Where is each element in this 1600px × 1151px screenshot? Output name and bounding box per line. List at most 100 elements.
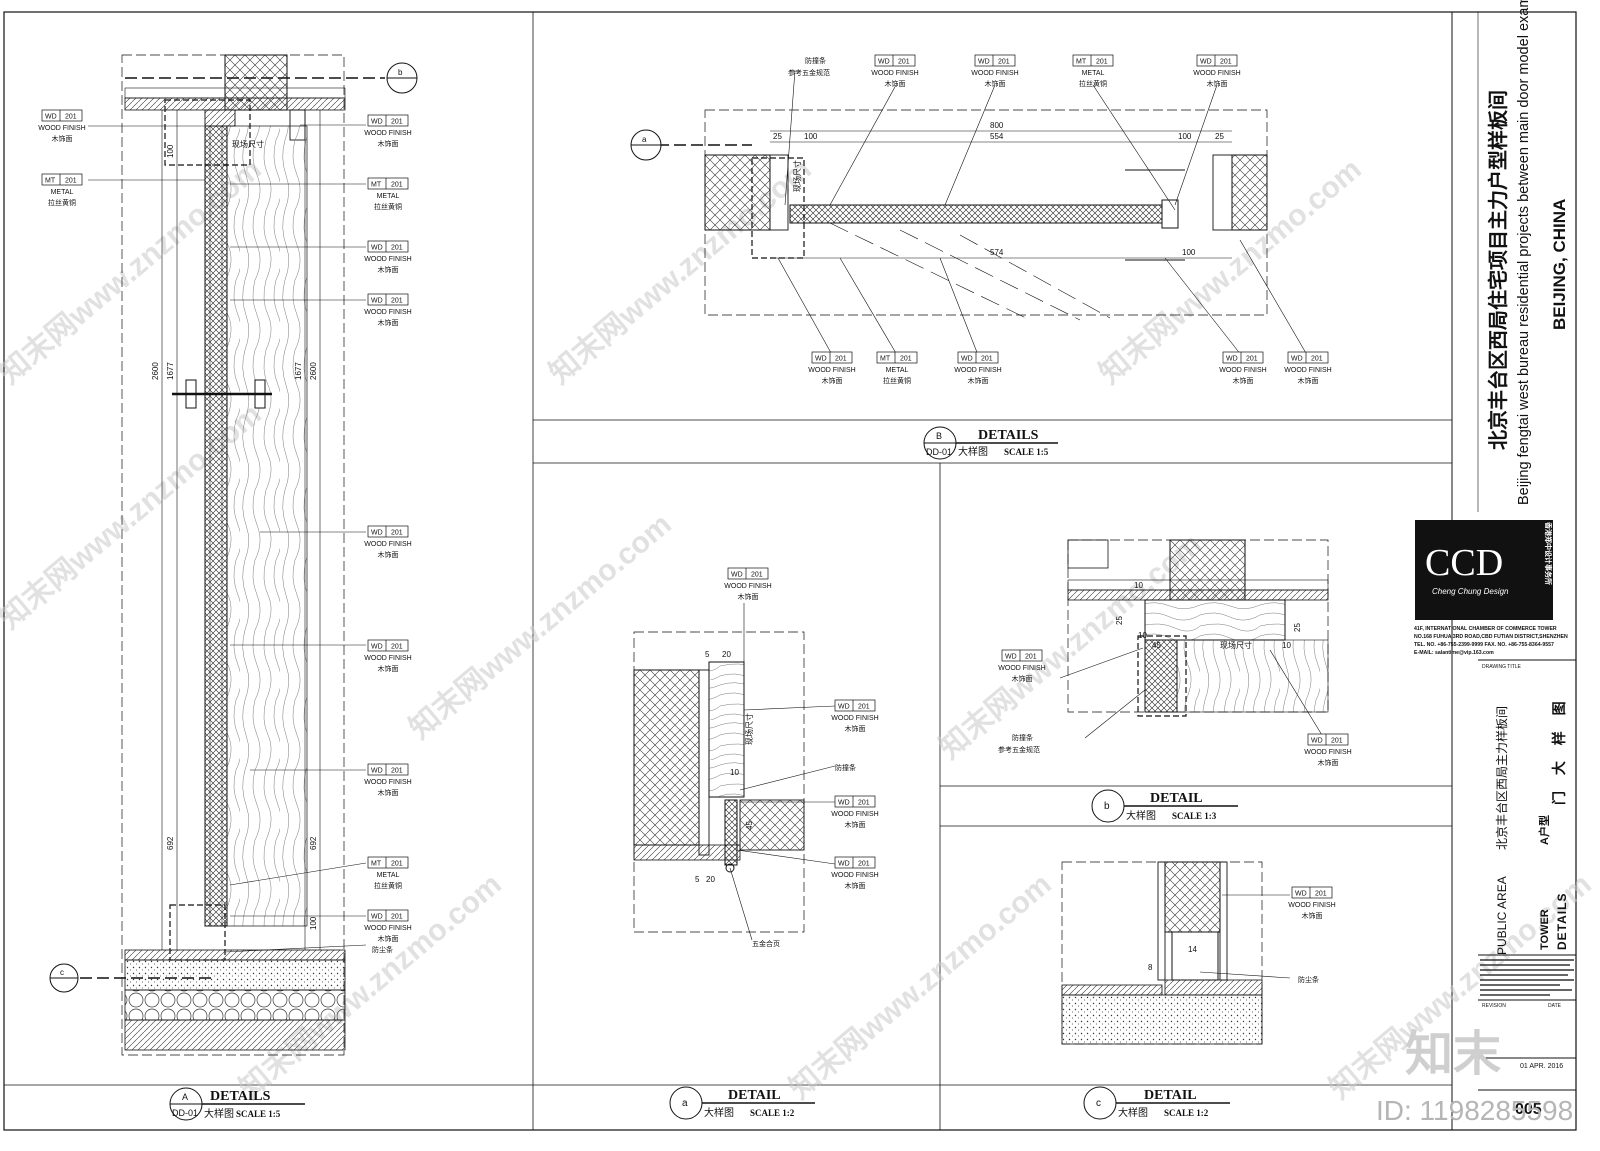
dim-25-b-right-small: 25 [1293,623,1302,632]
title-sc-letter: c [1096,1098,1101,1109]
sheet-number: 005 [1515,1101,1542,1118]
area-label: PUBLIC AREA [1495,876,1509,955]
detail-a-drawing [49,54,418,1056]
tag-number: 201 [1315,891,1327,898]
tag-code: MT [371,182,382,189]
tag-code: WD [838,861,850,868]
dim-100-b-right: 100 [1178,132,1192,141]
title-b-cn: 大样图 [958,445,988,458]
note-hinge-sa: 五金合页 [752,939,780,948]
tag-number: 201 [1331,738,1343,745]
dim-25-b-left: 25 [773,132,782,141]
dim-692-left: 692 [166,836,175,850]
note-bumper-sb: 防撞条 [1012,733,1033,742]
title-a-text: DETAILS [210,1089,271,1104]
note-dust-strip-a: 防尘条 [372,945,393,954]
dim-5-a-bot: 5 [695,875,700,884]
title-sa-letter: a [682,1098,688,1109]
title-sc-scale: SCALE 1:2 [1164,1108,1209,1118]
tag-number: 201 [391,914,403,921]
tag-code: WD [961,356,973,363]
title-sb-text: DETAIL [1150,791,1203,806]
dim-20-a-bot: 20 [706,875,715,884]
type-label: A户型 [1537,815,1551,845]
tag-number: 201 [391,245,403,252]
title-a-letter: A [182,1092,188,1102]
note-bumper-b: 防撞条 [805,56,826,65]
tag-en: METAL [1082,70,1105,77]
dim-1677-left: 1677 [166,362,175,380]
tag-code: WD [371,914,383,921]
tag-en: WOOD FINISH [1304,749,1351,756]
tag-en: WOOD FINISH [364,779,411,786]
tag-code: MT [45,178,56,185]
tag-en: WOOD FINISH [364,655,411,662]
tag-cn: 木饰面 [52,134,73,143]
tag-cn: 木饰面 [845,820,866,829]
dim-10-a: 10 [730,768,739,777]
tag-code: MT [1076,59,1087,66]
address-line-1: 41F, INTERNATIONAL CHAMBER OF COMMERCE T… [1414,626,1557,632]
tag-cn: 拉丝黄铜 [48,198,76,207]
tag-en: WOOD FINISH [364,309,411,316]
tag-number: 201 [835,356,847,363]
tag-cn: 木饰面 [378,550,399,559]
tag-en: METAL [377,872,400,879]
title-b-letter: B [936,431,942,441]
revision-label: REVISION [1482,1003,1506,1009]
title-sb-scale: SCALE 1:3 [1172,811,1217,821]
title-sc-text: DETAIL [1144,1088,1197,1103]
tag-cn: 拉丝黄铜 [883,376,911,385]
note-bumper-sa: 防撞条 [835,763,856,772]
dim-25-b-left-small: 25 [1115,616,1124,625]
tag-number: 201 [898,59,910,66]
tag-en: WOOD FINISH [1284,367,1331,374]
dim-2600-right: 2600 [309,362,318,380]
title-sb-letter: b [1104,801,1110,812]
detail-a-dimension-labels: 2600 1677 692 100 2600 1677 692 100 现场尺寸… [60,68,403,977]
tag-cn: 木饰面 [378,664,399,673]
note-bumper-ref-sb: 参考五金规范 [998,745,1040,754]
dim-5-a-top: 5 [705,650,710,659]
ccd-logo-sub: Cheng Chung Design [1432,587,1509,596]
tag-number: 201 [1311,356,1323,363]
detail-b-dimension-labels: 800 554 574 100 100 25 25 100 现场尺寸 a [642,121,1224,257]
tag-number: 201 [391,119,403,126]
tag-code: WD [838,704,850,711]
sheet-frame [3,11,1577,1131]
tag-code: MT [371,861,382,868]
ccd-logo-box [1415,520,1553,620]
project-location: BEIJING, CHINA [1550,199,1569,330]
tag-number: 201 [1220,59,1232,66]
title-sc-cn: 大样图 [1118,1106,1148,1119]
detail-b-drawing [630,69,1311,361]
tag-en: METAL [886,367,909,374]
date-label: DATE [1548,1003,1562,1009]
tag-number: 201 [858,704,870,711]
tag-cn: 木饰面 [1298,376,1319,385]
tag-cn: 木饰面 [738,592,759,601]
dim-100-b-bottom: 100 [1182,248,1196,257]
tag-code: WD [1295,891,1307,898]
tower-label: TOWER [1539,909,1551,950]
tag-number: 201 [900,356,912,363]
tag-en: METAL [51,189,74,196]
tag-cn: 木饰面 [1318,758,1339,767]
tag-code: WD [371,644,383,651]
disclaimer-lines [1480,959,1574,996]
tag-number: 201 [858,861,870,868]
tag-cn: 木饰面 [985,79,1006,88]
tag-number: 201 [858,800,870,807]
title-detail-sc: c DETAIL 大样图 SCALE 1:2 [1083,1086,1230,1120]
tag-cn: 木饰面 [1302,911,1323,920]
title-b-text: DETAILS [978,428,1039,443]
